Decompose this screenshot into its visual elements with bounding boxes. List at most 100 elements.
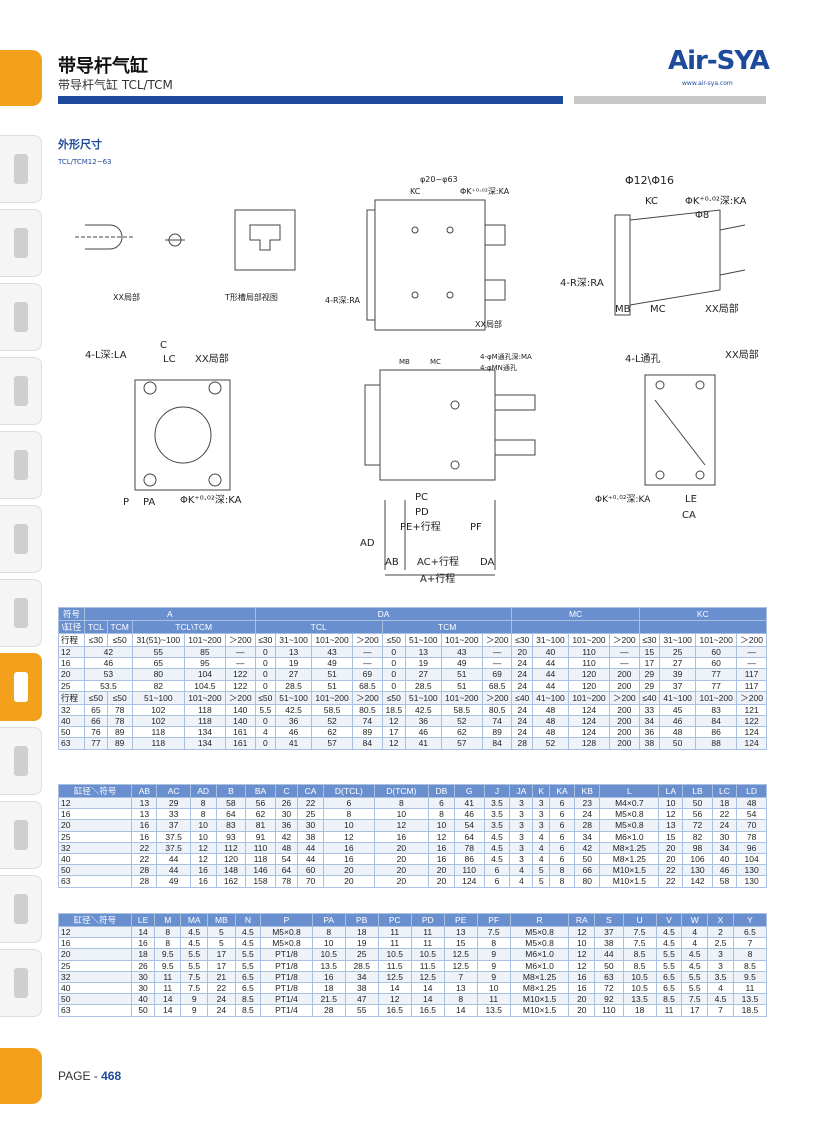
table-cell: 110 — [567, 645, 611, 659]
table-cell: 3.5 — [483, 808, 511, 821]
table-cell: M6×1.0 — [509, 959, 570, 972]
table-cell: 162 — [215, 875, 247, 888]
table-cell: 4 — [254, 726, 277, 739]
table-cell: D(TCM) — [373, 784, 430, 798]
table-cell: 40 — [130, 993, 156, 1006]
drawing-label: MB — [615, 304, 631, 315]
drawing-label: LC — [163, 354, 176, 365]
table-cell: 8.5 — [732, 959, 768, 972]
table-cell: 74 — [481, 714, 513, 728]
category-icon[interactable] — [0, 875, 42, 943]
table-cell: 72 — [594, 981, 624, 995]
category-icon-active[interactable] — [0, 653, 42, 721]
table-cell: 12 — [189, 841, 217, 854]
table-cell: LD — [736, 784, 767, 798]
drawing-label: 4-R深:RA — [560, 277, 604, 289]
table-cell: 6 — [548, 841, 576, 854]
table-cell: ≤40 — [638, 690, 661, 705]
table-cell: 13.5 — [311, 959, 346, 972]
table-cell: 16 — [131, 819, 158, 832]
table-cell: 11 — [655, 1004, 683, 1017]
category-icon[interactable] — [0, 357, 42, 425]
category-icon[interactable] — [0, 209, 42, 277]
table-cell: 89 — [352, 726, 383, 739]
table-cell: 6 — [548, 796, 576, 810]
table-cell: 8 — [189, 808, 217, 821]
table-cell: 11 — [732, 981, 768, 995]
table-cell: PE — [443, 913, 478, 927]
table-cell: 36 — [638, 726, 661, 739]
table-cell: M5×0.8 — [599, 819, 660, 832]
table-cell: ≤50 — [106, 633, 133, 647]
table-cell: 25 — [58, 959, 132, 972]
table-cell: 8 — [189, 796, 217, 810]
table-cell: 16 — [57, 808, 133, 821]
table-cell: 11 — [154, 981, 182, 995]
table-cell: 51 — [440, 668, 483, 681]
category-icon[interactable] — [0, 283, 42, 351]
table-cell: PT1/4 — [260, 1004, 313, 1017]
drawing-label: ΦK⁺⁰·⁰²深:KA — [460, 187, 510, 196]
table-cell: 28 — [131, 864, 158, 877]
table-cell: 行程 — [57, 633, 86, 647]
table-cell: 13.5 — [622, 993, 657, 1006]
table-cell: 24 — [207, 1004, 236, 1017]
table-cell: 76 — [84, 726, 108, 739]
table-cell: 6 — [548, 830, 576, 843]
table-cell: M10×1.5 — [599, 875, 660, 888]
table-cell: 112 — [215, 841, 247, 854]
category-icon[interactable] — [0, 727, 42, 795]
category-icon[interactable] — [0, 505, 42, 573]
table-cell: 124 — [567, 726, 611, 739]
table-cell: 4.5 — [655, 937, 683, 950]
category-icon[interactable] — [0, 949, 42, 1017]
category-icon[interactable] — [0, 801, 42, 869]
table-cell: PA — [311, 913, 346, 927]
table-cell: 85 — [183, 645, 226, 659]
table-cell — [638, 620, 768, 634]
table-cell: 17 — [207, 948, 236, 961]
table-cell: 50 — [57, 726, 86, 739]
table-cell: 13.5 — [476, 1004, 511, 1017]
category-icon[interactable] — [0, 431, 42, 499]
table-cell: 118 — [131, 737, 185, 750]
brand-logo: Air-SYA — [668, 46, 770, 76]
table-cell: 16 — [323, 852, 375, 866]
category-icon[interactable] — [0, 135, 42, 203]
top-tab-marker — [0, 50, 42, 106]
table-cell: 140 — [224, 714, 256, 728]
table-cell: ≤50 — [84, 690, 108, 705]
table-cell: 122 — [224, 679, 256, 692]
table-cell: 37.5 — [156, 841, 191, 854]
table-cell: 5.5 — [234, 948, 262, 961]
table-cell: 0 — [254, 737, 277, 750]
table-cell: 8 — [154, 925, 182, 939]
table-cell: 58 — [215, 796, 247, 810]
table-cell: M8×1.25 — [509, 970, 570, 983]
drawing-label: ΦK⁺⁰·⁰²深:KA — [595, 494, 651, 505]
table-cell: J — [483, 784, 511, 798]
table-cell: 13 — [443, 925, 478, 939]
table-cell: 24 — [511, 668, 533, 681]
table-cell: 3 — [707, 959, 734, 972]
table-cell: 12.5 — [377, 970, 412, 983]
drawing-label: PE+行程 — [400, 520, 441, 533]
table-cell: 110 — [567, 657, 611, 670]
table-cell: 24 — [511, 714, 533, 728]
table-cell: 16 — [189, 864, 217, 877]
table-cell: 9 — [476, 948, 511, 961]
drawing-label: AD — [360, 538, 375, 549]
table-cell: 82 — [131, 679, 185, 692]
table-cell: AC — [156, 784, 191, 798]
table-cell: 6.5 — [732, 925, 768, 939]
category-icon[interactable] — [0, 579, 42, 647]
table-cell: \缸径 — [57, 620, 86, 634]
table-cell: 25 — [297, 808, 325, 821]
table-cell: 48 — [531, 703, 569, 716]
table-cell: 43 — [311, 645, 354, 659]
table-cell: 52 — [311, 714, 354, 728]
